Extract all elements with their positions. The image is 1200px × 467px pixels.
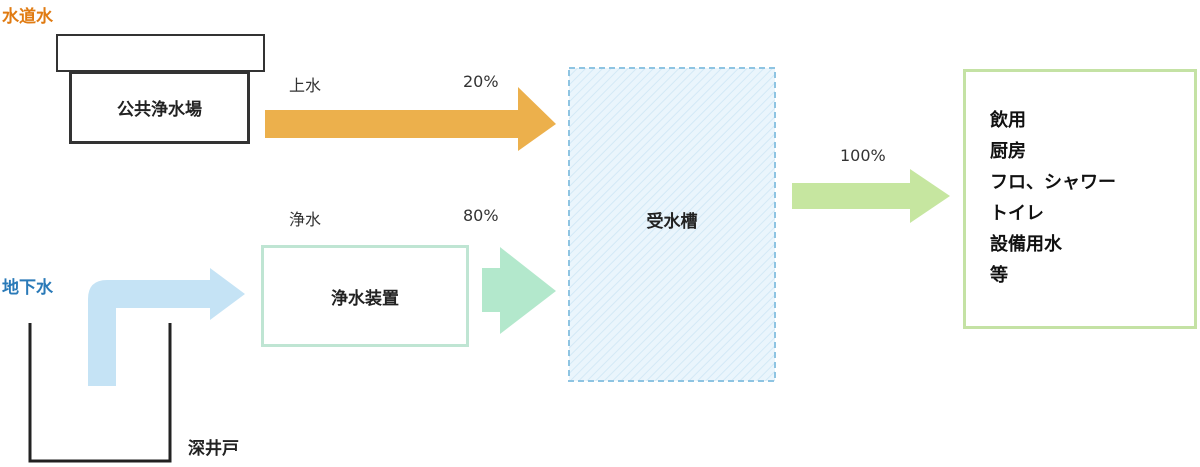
well-label: 深井戸 — [188, 439, 239, 459]
uses-box: 飲用 厨房 フロ、シャワー トイレ 設備用水 等 — [963, 69, 1197, 329]
use-item: フロ、シャワー — [990, 172, 1116, 193]
lower-flow-label: 浄水 — [289, 210, 322, 229]
groundwater-label: 地下水 — [2, 278, 53, 298]
tap-water-label: 水道水 — [2, 7, 53, 27]
use-item: 厨房 — [990, 141, 1026, 162]
plant-cap — [56, 34, 265, 72]
tank-box — [568, 67, 776, 382]
groundwater-arrow — [88, 268, 245, 386]
upper-flow-label: 上水 — [289, 76, 322, 95]
purifier-to-tank-arrow — [482, 247, 556, 334]
well-shape — [28, 323, 172, 463]
use-item: 設備用水 — [990, 234, 1062, 255]
plant-label: 公共浄水場 — [117, 100, 202, 120]
lower-flow-percent: 80% — [463, 206, 499, 225]
plant-box: 公共浄水場 — [69, 71, 250, 144]
tank-label-wrap: 受水槽 — [569, 68, 775, 381]
tank-to-uses-arrow — [792, 169, 950, 223]
purifier-box: 浄水装置 — [261, 245, 469, 347]
use-item: 等 — [990, 265, 1008, 286]
use-item: 飲用 — [990, 110, 1026, 131]
use-item: トイレ — [990, 203, 1044, 224]
purifier-label: 浄水装置 — [331, 288, 399, 309]
orange-arrow — [265, 87, 556, 151]
out-flow-percent: 100% — [840, 146, 886, 165]
upper-flow-percent: 20% — [463, 72, 499, 91]
tank-label: 受水槽 — [646, 212, 698, 232]
